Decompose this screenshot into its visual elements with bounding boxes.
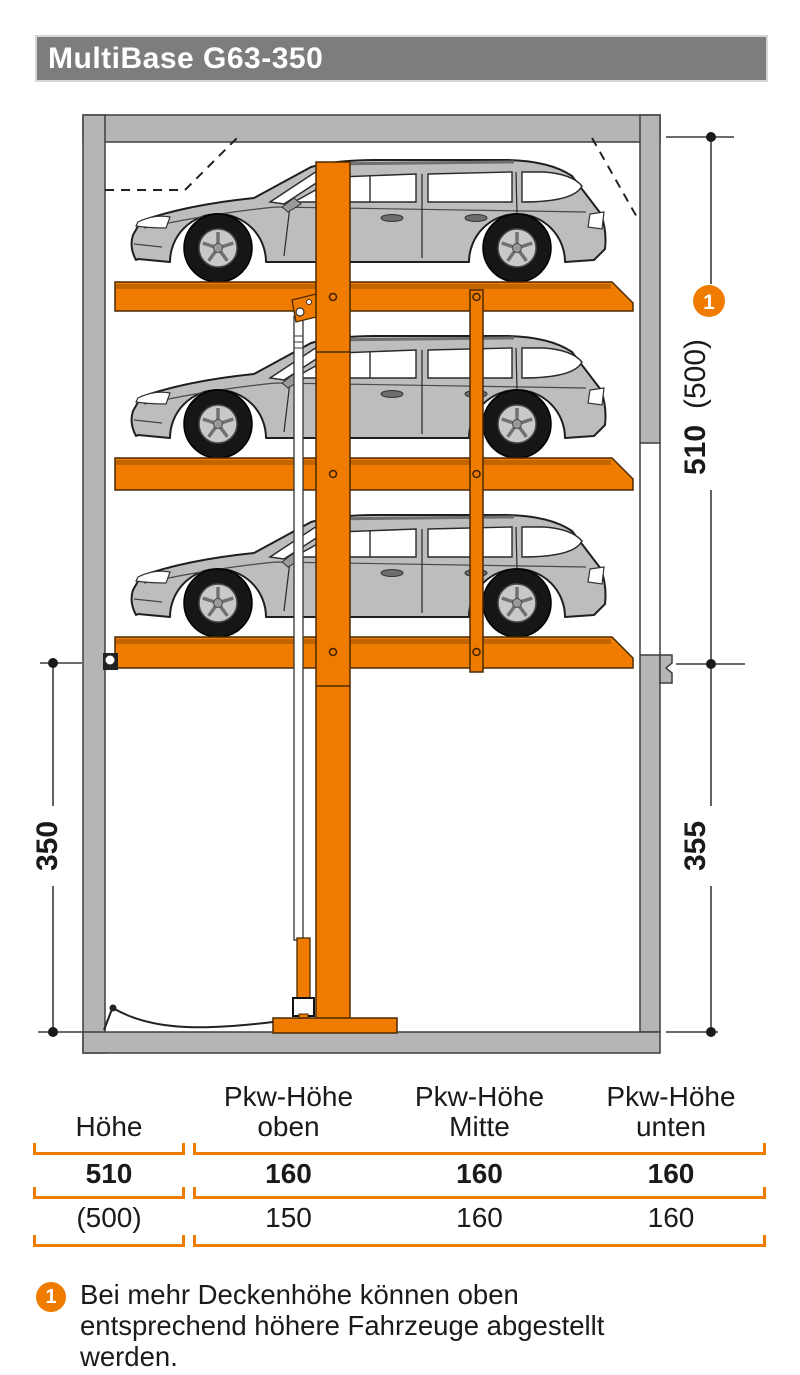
right-wall-lower	[639, 654, 661, 1033]
dim-label-355: 355	[679, 821, 712, 871]
table-row1-hoehe: 510	[85, 1158, 133, 1189]
left-wall	[82, 114, 106, 1054]
table-row1-mitte: 160	[456, 1158, 503, 1189]
table-header-mitte-line2: Mitte	[449, 1111, 510, 1142]
car-middle	[132, 336, 606, 458]
table-row2-unten: 160	[647, 1202, 695, 1233]
table-row2-oben: 150	[265, 1202, 312, 1233]
base-plate	[272, 1017, 398, 1034]
lift-column	[315, 161, 351, 1021]
floor-cable	[103, 1004, 274, 1031]
garage-walls	[82, 114, 673, 1054]
table-header-hoehe: Höhe	[75, 1111, 143, 1142]
table-rule-row1-cols	[193, 1187, 766, 1199]
right-ledge-break	[659, 654, 673, 684]
footnote-text: Bei mehr Deckenhöhe können oben entsprec…	[80, 1279, 605, 1372]
title-bar: MultiBase G63-350	[35, 35, 768, 82]
rear-support-bar	[469, 289, 484, 673]
dim-label-350: 350	[31, 821, 64, 871]
wall-pulley-bracket	[103, 653, 118, 670]
table-row2-mitte: 160	[456, 1202, 503, 1233]
table-header-oben-line2: oben	[257, 1111, 320, 1142]
table-header-mitte-line1: Pkw-Höhe	[414, 1081, 545, 1112]
table-header-unten-line1: Pkw-Höhe	[606, 1081, 736, 1112]
platform-middle	[114, 457, 634, 491]
page-title: MultiBase G63-350	[48, 42, 324, 75]
car-bottom	[132, 515, 606, 637]
door-opening-edges	[639, 443, 661, 655]
table-rule-header-col1	[33, 1143, 185, 1155]
footnote-marker-1: 1	[36, 1282, 66, 1312]
right-wall-upper	[639, 114, 661, 444]
parking-platforms	[114, 281, 634, 669]
dimension-left	[38, 658, 82, 1037]
table-row1-oben: 160	[265, 1158, 312, 1189]
dim-label-500: (500)	[679, 339, 712, 409]
floor-slab	[82, 1031, 661, 1054]
table-row1-unten: 160	[647, 1158, 695, 1189]
dimension-right-lower	[666, 659, 745, 1037]
table-header-unten-line2: unten	[635, 1111, 707, 1142]
dim-label-510: 510	[679, 425, 712, 475]
table-rule-row2-col1	[33, 1235, 185, 1247]
table-rule-row1-col1	[33, 1187, 185, 1199]
hydraulic-cylinder	[291, 293, 321, 1021]
table-rule-header-cols	[193, 1143, 766, 1155]
marker-1-circle	[693, 285, 725, 317]
platform-top	[114, 281, 634, 312]
dimension-right-total	[666, 132, 734, 663]
ceiling-slab	[82, 114, 661, 143]
table-row2-hoehe: (500)	[76, 1202, 142, 1233]
table-rule-row2-cols	[193, 1235, 766, 1247]
table-header-oben-line1: Pkw-Höhe	[223, 1081, 354, 1112]
ceiling-dashed-lines	[105, 137, 639, 220]
marker-1-label: 1	[703, 291, 715, 314]
car-top	[132, 160, 606, 282]
